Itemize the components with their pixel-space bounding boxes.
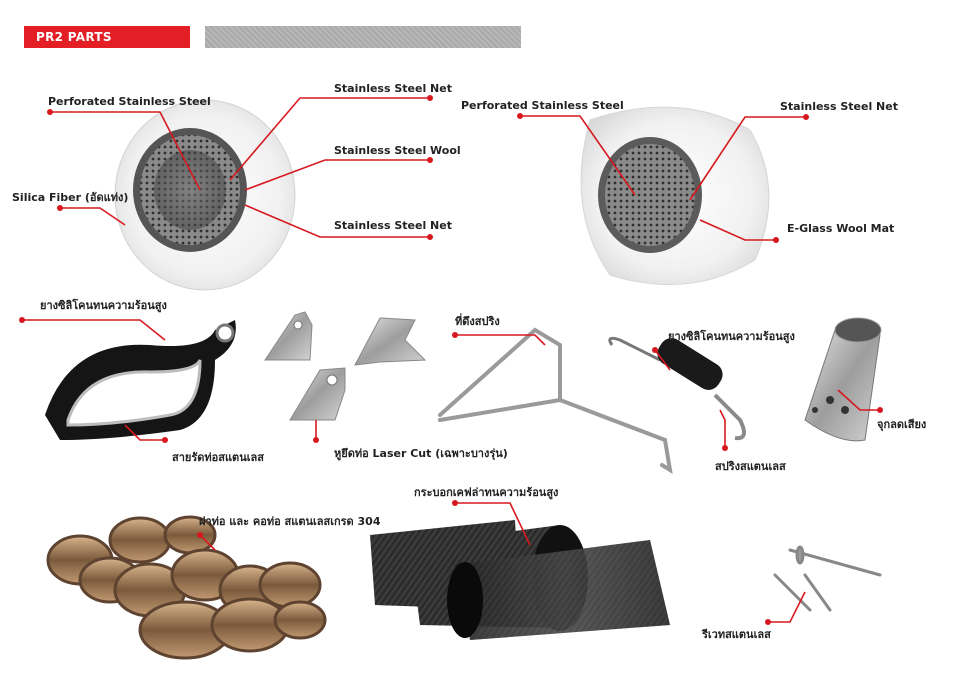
callout-spring-puller: ที่ดึงสปริง xyxy=(455,315,500,328)
callout-leaders xyxy=(19,95,883,625)
callout-silicone-strap: ยางซิลิโคนทนความร้อนสูง xyxy=(40,299,167,312)
callout-silicone-spring: ยางซิลิโคนทนความร้อนสูง xyxy=(668,330,795,343)
callout-stainless-spring: สปริงสแตนเลส xyxy=(715,460,786,473)
callout-eglass-wool-mat: E-Glass Wool Mat xyxy=(787,222,895,235)
callout-perforated-stainless-steel-1: Perforated Stainless Steel xyxy=(48,95,211,108)
section-title: PR2 PARTS xyxy=(24,26,190,48)
rivets-image xyxy=(773,545,882,612)
callout-exhaust-tips: ฝาท่อ และ คอท่อ สแตนเลสเกรด 304 xyxy=(199,515,381,528)
callout-steel-strap: สายรัดท่อสแตนเลส xyxy=(172,451,264,464)
exhaust-tips-image xyxy=(46,515,327,660)
callout-stainless-steel-net-bottom: Stainless Steel Net xyxy=(334,219,452,232)
callout-stainless-rivet: รีเวทสแตนเลส xyxy=(702,628,771,641)
callout-perforated-stainless-steel-2: Perforated Stainless Steel xyxy=(461,99,624,112)
callout-stainless-steel-net-top: Stainless Steel Net xyxy=(334,82,452,95)
callout-silica-fiber: Silica Fiber (อัดแท่ง) xyxy=(12,191,129,204)
eglass-packing-image xyxy=(580,106,770,286)
callout-carbon-sleeve: กระบอกเคฟล่าทนความร้อนสูง xyxy=(414,486,559,499)
db-killer-image xyxy=(804,317,882,442)
callout-db-killer: จุกลดเสียง xyxy=(877,418,927,431)
carbon-sleeves-image xyxy=(370,520,670,640)
callout-stainless-steel-wool: Stainless Steel Wool xyxy=(334,144,461,157)
callout-stainless-steel-net-2: Stainless Steel Net xyxy=(780,100,898,113)
laser-cut-bracket-images xyxy=(264,311,427,421)
spring-puller-image xyxy=(438,327,673,475)
callout-laser-cut-bracket: หูยึดท่อ Laser Cut (เฉพาะบางรุ่น) xyxy=(334,447,508,460)
silica-packing-image xyxy=(114,99,296,291)
header-decorative-bar xyxy=(205,26,521,48)
silicone-spring-image xyxy=(608,336,746,441)
silicone-strap-image xyxy=(45,320,236,440)
